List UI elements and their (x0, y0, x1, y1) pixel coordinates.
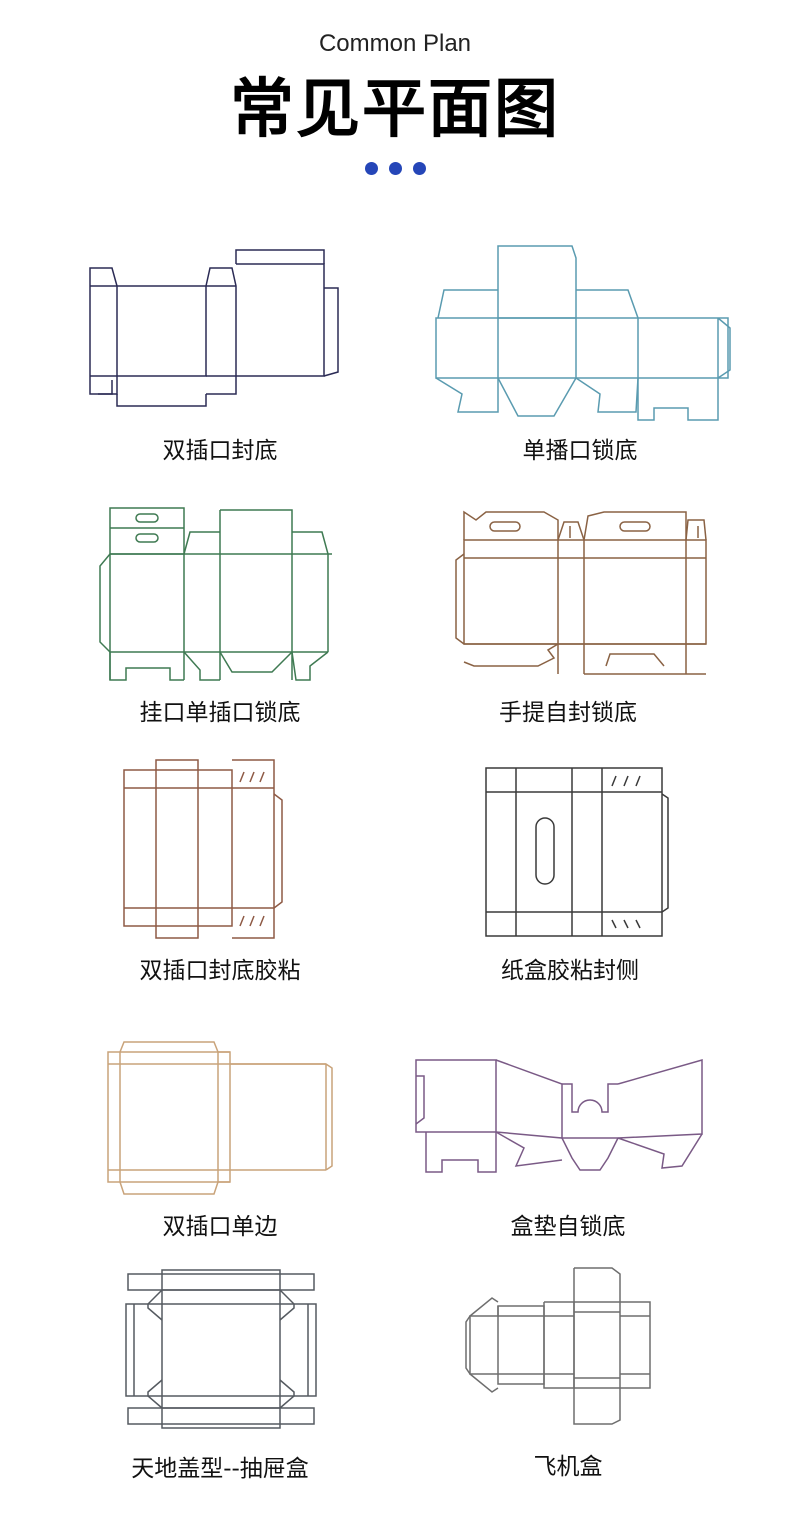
dot-icon (388, 162, 402, 175)
die-line-double-tuck-bottom (88, 246, 342, 416)
dot-icon (412, 162, 426, 175)
die-line-glued-side-seal (484, 764, 670, 940)
die-line-lid-drawer-box (122, 1268, 320, 1430)
die-line-box-pad-self-lock (412, 1054, 706, 1176)
caption-6: 纸盒胶粘封侧 (501, 958, 639, 984)
die-line-airplane-box (462, 1266, 654, 1426)
caption-9: 天地盖型--抽屉盒 (131, 1456, 309, 1482)
header-subtitle: Common Plan (318, 30, 472, 57)
die-line-hang-tab-lock-bottom (96, 506, 332, 686)
caption-2: 单播口锁底 (522, 438, 638, 464)
caption-8: 盒垫自锁底 (510, 1214, 626, 1240)
die-line-double-tuck-single-side (104, 1038, 334, 1198)
die-line-handle-self-lock-bottom (454, 508, 714, 678)
caption-4: 手提自封锁底 (499, 700, 637, 726)
title-dots (0, 162, 790, 175)
caption-7: 双插口单边 (162, 1214, 278, 1240)
caption-1: 双插口封底 (162, 438, 278, 464)
die-line-single-tuck-lock-bottom (432, 244, 732, 424)
die-line-double-tuck-glued (122, 758, 284, 940)
caption-10: 飞机盒 (533, 1454, 603, 1480)
page-title: 常见平面图 (230, 73, 560, 147)
dot-icon (364, 162, 378, 175)
caption-5: 双插口封底胶粘 (139, 958, 301, 984)
caption-3: 挂口单插口锁底 (139, 700, 301, 726)
